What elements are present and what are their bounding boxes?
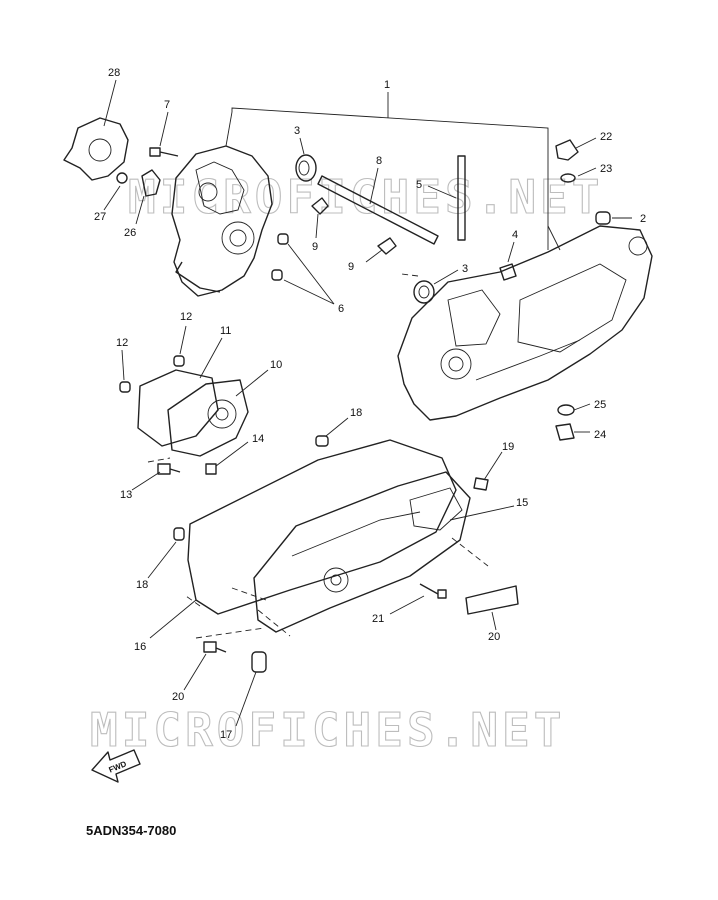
part-20-label (465, 585, 519, 615)
part-28-plate (63, 117, 129, 181)
part-11-gasket (137, 369, 219, 447)
part-18-dowels (173, 435, 329, 541)
callout-22: 22 (600, 131, 612, 143)
callout-24: 24 (594, 429, 606, 441)
leader-lines (103, 79, 632, 727)
watermark-bottom: MICROFICHES.NET (90, 703, 565, 757)
callout-25: 25 (594, 399, 606, 411)
callout-27: 27 (94, 211, 106, 223)
callout-3a: 3 (294, 125, 300, 137)
part-9-washers (311, 197, 397, 255)
part-16-gasket (187, 439, 457, 615)
left-crankcase (171, 111, 273, 297)
callout-23: 23 (600, 163, 612, 175)
right-crankcase (397, 225, 653, 421)
callout-18b: 18 (136, 579, 148, 591)
part-2-dowel (595, 211, 611, 225)
callout-1: 1 (384, 79, 390, 91)
callout-12b: 12 (116, 337, 128, 349)
part-7-bolt (149, 147, 179, 157)
part-10-cover (167, 379, 249, 457)
callout-3b: 3 (462, 263, 468, 275)
callout-16: 16 (134, 641, 146, 653)
callout-4: 4 (512, 229, 518, 241)
callout-8: 8 (376, 155, 382, 167)
watermark-top: MICROFICHES.NET (128, 170, 603, 224)
callout-9a: 9 (312, 241, 318, 253)
callout-2: 2 (640, 213, 646, 225)
part-21-bolt (419, 583, 447, 599)
assembly-lines (147, 273, 489, 639)
callout-15: 15 (516, 497, 528, 509)
part-5-pin (457, 155, 466, 241)
callout-12a: 12 (180, 311, 192, 323)
part-22-23 (555, 139, 579, 183)
part-19-bolt (473, 477, 489, 491)
fwd-label: FWD (107, 759, 127, 774)
callout-5: 5 (416, 179, 422, 191)
callout-20b: 20 (172, 691, 184, 703)
callout-28: 28 (108, 67, 120, 79)
part-25-24 (555, 404, 575, 441)
callout-6: 6 (338, 303, 344, 315)
callout-21: 21 (372, 613, 384, 625)
callout-14: 14 (252, 433, 264, 445)
part-6-dowels (271, 233, 289, 281)
callout-19: 19 (502, 441, 514, 453)
callout-10: 10 (270, 359, 282, 371)
callout-11: 11 (220, 325, 231, 337)
callout-7: 7 (164, 99, 170, 111)
callout-20a: 20 (488, 631, 500, 643)
callout-18a: 18 (350, 407, 362, 419)
part-4-bolt (499, 263, 517, 281)
part-13-14-bolts (157, 463, 217, 475)
callout-17: 17 (220, 729, 232, 741)
part-3-seal-lower (413, 280, 435, 304)
part-12-dowels (119, 355, 185, 393)
callout-26: 26 (124, 227, 136, 239)
callout-labels: 1 28 7 3 8 22 23 5 27 26 2 4 9 9 3 6 12 … (94, 67, 646, 741)
part-17-dowel (251, 651, 267, 673)
callout-13: 13 (120, 489, 132, 501)
part-27-26 (116, 169, 161, 197)
fwd-arrow-icon: FWD (91, 749, 141, 783)
part-3-seal-upper (295, 154, 317, 182)
part-8-shaft (317, 175, 439, 245)
callout-9b: 9 (348, 261, 354, 273)
diagram-code: 5ADN354-7080 (86, 823, 176, 838)
part-15-cover (253, 471, 471, 633)
part-20-bolt (203, 641, 227, 653)
